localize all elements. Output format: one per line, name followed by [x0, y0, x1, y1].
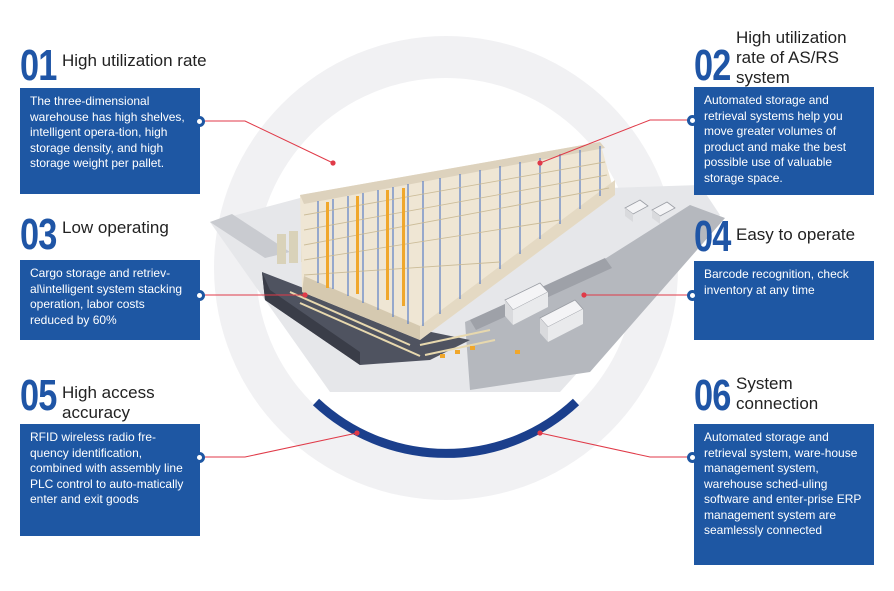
feature-03-title-line: Low operating	[62, 218, 169, 237]
feature-02-title: High utilization rate of AS/RS system	[736, 28, 847, 88]
feature-04-description: Barcode recognition, check inventory at …	[704, 267, 849, 297]
feature-03-title: Low operating	[62, 218, 169, 238]
feature-01-dot-icon	[194, 116, 205, 127]
rack-front	[420, 180, 615, 340]
rack-columns	[317, 146, 601, 326]
feature-02-dot-icon	[687, 115, 698, 126]
feature-02-description: Automated storage and retrieval systems …	[704, 93, 847, 185]
feature-06-number: 06	[694, 371, 731, 420]
rack-block	[300, 142, 615, 340]
feature-06-title: System connection	[736, 374, 818, 414]
feature-04-title-line: Easy to operate	[736, 225, 856, 244]
feature-03-description: Cargo storage and retriev-al\intelligent…	[30, 266, 183, 327]
bottom-arc-accent	[312, 398, 580, 458]
conveyor-edge	[262, 272, 360, 365]
feature-02-title-line: rate of AS/RS	[736, 48, 839, 67]
feature-06-title-line: System	[736, 374, 793, 393]
feature-06-dot-icon	[687, 452, 698, 463]
feature-02-title-line: system	[736, 68, 790, 87]
feature-03-number: 03	[20, 210, 57, 259]
feature-02-card: Automated storage and retrieval systems …	[694, 87, 874, 195]
anchor-03	[302, 292, 308, 298]
feature-05-description: RFID wireless radio fre-quency identific…	[30, 430, 184, 506]
anchor-06	[537, 430, 543, 436]
parking-lot	[465, 205, 725, 390]
anchor-01	[330, 160, 336, 166]
feature-01-number: 01	[20, 41, 57, 90]
leader-06	[539, 432, 688, 458]
anchor-05	[354, 430, 360, 436]
feature-06-title-line: connection	[736, 394, 819, 413]
feature-04-title: Easy to operate	[736, 225, 855, 245]
feature-02-number: 02	[694, 41, 731, 90]
feature-05-dot-icon	[194, 452, 205, 463]
forklifts	[440, 346, 520, 358]
anchor-04	[581, 292, 587, 298]
feature-06-card: Automated storage and retrieval system, …	[694, 424, 874, 565]
feature-06-description: Automated storage and retrieval system, …	[704, 430, 862, 537]
feature-03-card: Cargo storage and retriev-al\intelligent…	[20, 260, 200, 340]
feature-05-title-line: High access	[62, 383, 155, 402]
feature-01-title: High utilization rate	[62, 51, 207, 71]
feature-04-card: Barcode recognition, check inventory at …	[694, 261, 874, 340]
rack-roof-edge	[300, 142, 605, 204]
yard-shadow	[210, 214, 290, 258]
feature-02-title-line: High utilization	[736, 28, 847, 47]
leader-05	[205, 432, 358, 458]
feature-01-description: The three-dimensional warehouse has high…	[30, 94, 185, 170]
feature-05-number: 05	[20, 371, 57, 420]
conveyor-lines	[289, 291, 496, 357]
anchor-02	[537, 160, 543, 166]
feature-03-dot-icon	[194, 290, 205, 301]
feature-01-title-line: High utilization rate	[62, 51, 207, 70]
leader-01	[205, 120, 334, 164]
rack-base	[302, 276, 420, 340]
feature-05-card: RFID wireless radio fre-quency identific…	[20, 424, 200, 536]
feature-05-title: High access accuracy	[62, 383, 155, 423]
stacker-cranes	[326, 188, 405, 306]
trucks	[504, 199, 676, 342]
leader-02	[539, 119, 688, 164]
feature-01-card: The three-dimensional warehouse has high…	[20, 88, 200, 194]
feature-04-dot-icon	[687, 290, 698, 301]
feature-04-number: 04	[694, 212, 731, 261]
feature-05-title-line: accuracy	[62, 403, 131, 422]
